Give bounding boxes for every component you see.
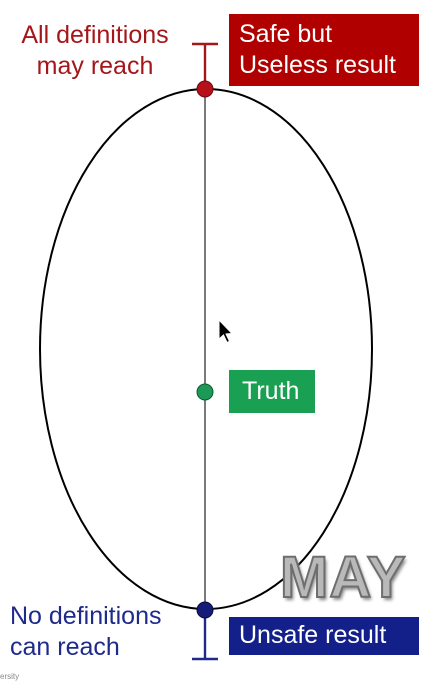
bottom-label: No definitions can reach xyxy=(10,601,180,663)
footer-fragment: ersity xyxy=(0,672,20,681)
safe-box-line2: Useless result xyxy=(239,51,396,79)
may-watermark: MAY xyxy=(279,545,407,611)
truth-box-label: Truth xyxy=(242,377,300,405)
middle-dot xyxy=(196,383,214,401)
top-dot xyxy=(196,80,214,98)
bottom-label-line1: No definitions xyxy=(10,602,162,630)
bottom-dot xyxy=(196,601,214,619)
top-bound-marker xyxy=(192,42,218,82)
truth-box: Truth xyxy=(229,370,315,413)
unsafe-result-box: Unsafe result xyxy=(229,617,419,655)
top-label: All definitions may reach xyxy=(14,20,176,82)
mouse-pointer-icon xyxy=(218,318,234,344)
safe-box-line1: Safe but xyxy=(239,20,333,48)
unsafe-box-label: Unsafe result xyxy=(239,621,387,649)
safe-result-box: Safe but Useless result xyxy=(229,14,419,86)
bottom-label-line2: can reach xyxy=(10,633,120,661)
bottom-bound-marker xyxy=(192,616,218,661)
top-label-line1: All definitions xyxy=(21,21,169,49)
lattice-ellipse xyxy=(39,88,373,610)
top-label-line2: may reach xyxy=(36,52,154,80)
